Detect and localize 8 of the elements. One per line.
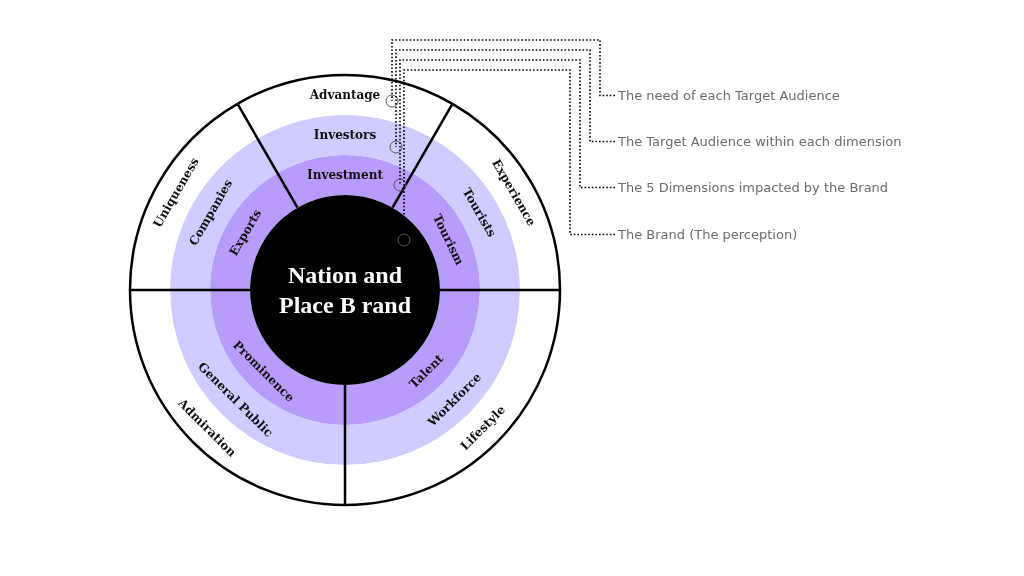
leader-line — [385, 39, 616, 108]
callout-text: The Target Audience within each dimension — [618, 135, 902, 148]
callout-text: The Brand (The perception) — [618, 228, 798, 241]
callout-text: The need of each Target Audience — [618, 89, 840, 102]
callout-text: The 5 Dimensions impacted by the Brand — [618, 181, 889, 194]
leader-line — [393, 59, 616, 192]
leader-line — [389, 49, 616, 154]
leader-line — [397, 69, 616, 247]
